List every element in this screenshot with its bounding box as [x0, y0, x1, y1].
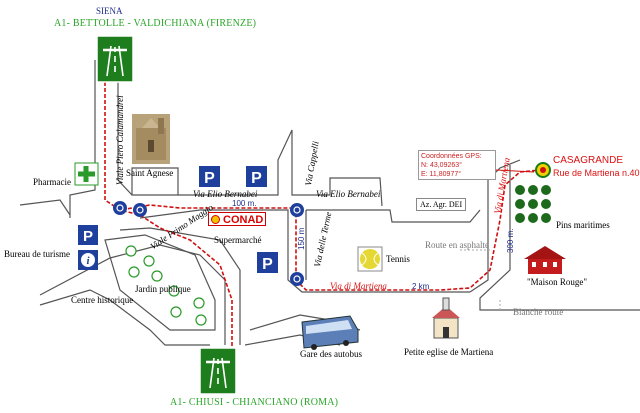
agr-dei-box: Az. Agr. DEI — [416, 198, 467, 211]
tree-icons — [125, 245, 207, 326]
svg-text:i: i — [86, 255, 90, 267]
street-martiena: Via di Martiena — [330, 281, 387, 291]
garden-label: Jardin publique — [135, 284, 191, 294]
motorway-sign-top — [96, 35, 134, 83]
house-icon — [524, 246, 566, 274]
destination-address: Rue de Martiena n.40 — [553, 168, 640, 178]
gps-east: E: 11,80977° — [421, 171, 462, 178]
roundabout-icon — [290, 272, 304, 286]
conad-dot-icon — [211, 215, 220, 224]
gps-north: N: 43,09263° — [421, 162, 462, 169]
destination-marker-icon — [535, 162, 551, 178]
parking-icon: P — [199, 166, 220, 187]
destination-name: CASAGRANDE — [553, 155, 624, 166]
white-road-label: Blanche route — [513, 307, 564, 317]
conad-text: CONAD — [223, 214, 264, 226]
supermarket-label: Supermarché — [214, 235, 262, 245]
bus-icon — [301, 315, 359, 350]
motorway-sign-bottom — [199, 347, 237, 395]
tourism-label: Bureau de turisme — [4, 249, 70, 259]
distance-100m: 100 m. — [232, 199, 257, 208]
route-line — [104, 82, 541, 352]
distance-300m: 300 m. — [506, 228, 515, 253]
distance-150m: 150 m — [297, 227, 306, 250]
svg-text:P: P — [204, 170, 215, 187]
pharmacy-cross-icon — [74, 162, 99, 186]
bus-station-label: Gare des autobus — [300, 349, 362, 359]
road-network — [19, 60, 640, 346]
parking-icon: P — [246, 166, 267, 187]
roundabout-icon — [113, 201, 127, 215]
gps-arrow — [495, 169, 535, 173]
tennis-label: Tennis — [386, 254, 410, 264]
tennis-icon — [357, 246, 383, 272]
roundabout-icon — [290, 203, 304, 217]
bottom-exit-label: A1- CHIUSI - CHIANCIANO (ROMA) — [170, 397, 339, 408]
svg-text:P: P — [251, 170, 262, 187]
info-icon: i — [78, 250, 98, 270]
roundabout-icon — [133, 203, 147, 217]
church-label: Saint Agnese — [126, 168, 174, 178]
street-bernabei-1: Via Elio Bernabei — [193, 189, 258, 199]
parking-icon: P — [78, 225, 98, 245]
small-church-icon — [432, 297, 460, 339]
top-city-label: SIENA — [96, 6, 123, 16]
gps-title: Coordonnées GPS: — [421, 153, 482, 160]
historic-center-label: Centre historique — [71, 295, 134, 305]
top-exit-label: A1- BETTOLLE - VALDICHIANA (FIRENZE) — [54, 18, 257, 29]
street-calamandrei: Viale Piero Calamandrei — [115, 95, 125, 185]
pharmacy-label: Pharmacie — [33, 177, 71, 187]
parking-icon: P — [257, 252, 278, 273]
conad-logo: CONAD — [208, 212, 266, 226]
svg-text:P: P — [262, 256, 273, 273]
pine-tree-icons — [515, 185, 551, 223]
street-bernabei-2: Via Elio Bernabei — [316, 189, 381, 199]
distance-2km: 2 km — [412, 282, 430, 291]
gps-box: Coordonnées GPS: N: 43,09263° E: 11,8097… — [418, 150, 496, 180]
house-label: "Maison Rouge" — [527, 277, 588, 287]
pines-label: Pins maritimes — [556, 220, 610, 230]
white-road-dashes — [460, 249, 501, 310]
small-church-label: Petite eglise de Martiena — [404, 347, 494, 357]
church-icon — [132, 114, 170, 164]
asphalt-road-label: Route en asphalte — [425, 240, 489, 250]
svg-text:P: P — [83, 228, 93, 245]
